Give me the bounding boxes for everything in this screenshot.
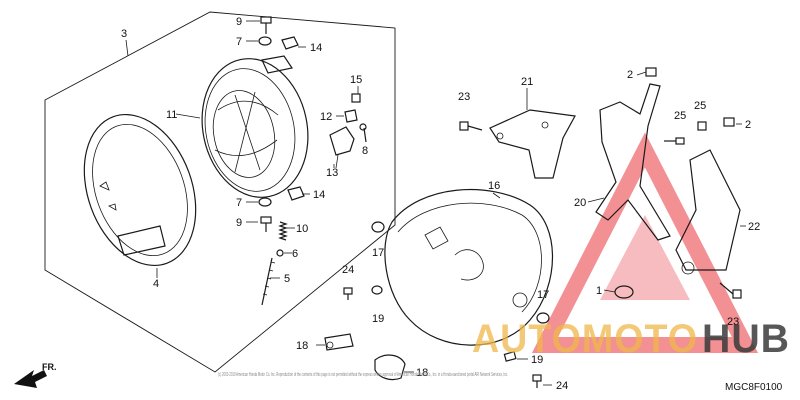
callout-22: 22 xyxy=(748,221,760,233)
callout-7-top: 7 xyxy=(236,36,242,48)
headlight-case xyxy=(384,188,554,346)
callout-23-bottom: 23 xyxy=(727,316,739,328)
callout-20: 20 xyxy=(574,197,586,209)
washer-7-top xyxy=(258,36,272,46)
stay-20 xyxy=(595,83,671,241)
callout-14-top: 14 xyxy=(310,42,322,54)
clamp-18-bottom xyxy=(374,354,406,381)
callout-4: 4 xyxy=(153,278,159,290)
bracket-21 xyxy=(489,109,576,179)
front-label: FR. xyxy=(42,362,57,372)
callout-9-bottom: 9 xyxy=(236,217,242,229)
nut-15 xyxy=(351,93,361,103)
bolt-2-top xyxy=(645,67,657,77)
clip-14-top xyxy=(281,36,299,50)
leader-lines xyxy=(125,20,746,386)
callout-1: 1 xyxy=(596,285,602,297)
callout-21: 21 xyxy=(521,76,533,88)
callout-13: 13 xyxy=(326,167,338,179)
front-direction-arrow-icon: FR. xyxy=(14,362,57,388)
callout-10: 10 xyxy=(296,223,308,235)
callout-25-left: 25 xyxy=(674,110,686,122)
callout-11: 11 xyxy=(166,109,177,121)
callout-24-bottom: 24 xyxy=(556,380,568,392)
callout-numbers: 3 11 9 7 14 15 12 8 13 14 7 9 10 6 5 4 1… xyxy=(121,16,760,392)
clamp-18-left xyxy=(324,333,354,351)
grommet-17-left xyxy=(371,221,385,233)
headlight-unit xyxy=(201,55,309,198)
diagram-code: MGC8F0100 xyxy=(725,382,783,393)
grommet-17-right xyxy=(536,312,550,324)
bolt-2-right xyxy=(723,117,735,127)
watermark-text-dark: HUB xyxy=(702,317,790,361)
callout-19-bottom: 19 xyxy=(531,354,543,366)
bolt-23-top xyxy=(459,121,483,131)
callout-3: 3 xyxy=(121,28,127,40)
assembly-boundary-left xyxy=(44,11,396,373)
adjuster-13 xyxy=(329,126,355,169)
watermark-text: AUTOMOTO HUB xyxy=(472,317,790,361)
callout-5: 5 xyxy=(284,273,290,285)
callout-6: 6 xyxy=(292,248,298,260)
callout-9-top: 9 xyxy=(236,16,242,28)
screw-5 xyxy=(261,257,276,306)
callout-18-left: 18 xyxy=(296,340,308,352)
stay-22 xyxy=(675,149,741,275)
bolt-25-right xyxy=(697,121,707,131)
grommet-19-left xyxy=(371,285,383,295)
callout-2-top: 2 xyxy=(627,69,633,81)
nut-6 xyxy=(276,249,284,257)
callout-17-right: 17 xyxy=(537,289,549,301)
bolt-25-left xyxy=(664,137,685,145)
callout-2-right: 2 xyxy=(745,119,751,131)
callout-24-left: 24 xyxy=(342,264,354,276)
callout-16: 16 xyxy=(488,180,500,192)
callout-17-left: 17 xyxy=(372,247,384,259)
screw-8 xyxy=(359,123,367,143)
callout-23-top: 23 xyxy=(458,91,470,103)
headlight-rim xyxy=(83,113,197,267)
callout-25-right: 25 xyxy=(694,100,706,112)
collar-19-bottom xyxy=(503,351,517,362)
callout-14-bottom: 14 xyxy=(313,189,325,201)
watermark-text-accent: AUTOMOTO xyxy=(472,317,698,361)
washer-7-bottom xyxy=(258,197,272,207)
bolt-9-top xyxy=(260,16,272,34)
bolt-24-bottom xyxy=(532,374,542,388)
bolt-23-bottom xyxy=(719,282,742,299)
callout-12: 12 xyxy=(320,111,332,123)
bracket-12 xyxy=(344,109,358,123)
bolt-24-left xyxy=(343,287,353,300)
bolt-9-bottom xyxy=(260,216,272,232)
callout-19-left: 19 xyxy=(372,313,384,325)
callout-8: 8 xyxy=(362,145,368,157)
callout-18-bottom: 18 xyxy=(416,367,428,379)
spring-10 xyxy=(278,221,288,241)
callout-15: 15 xyxy=(350,74,362,86)
copyright-text: (c) 2003-2019 American Honda Motor Co. I… xyxy=(218,372,508,378)
watermark-triangle-icon xyxy=(531,132,759,353)
callout-7-bottom: 7 xyxy=(236,197,242,209)
clip-14-bottom xyxy=(287,186,305,201)
